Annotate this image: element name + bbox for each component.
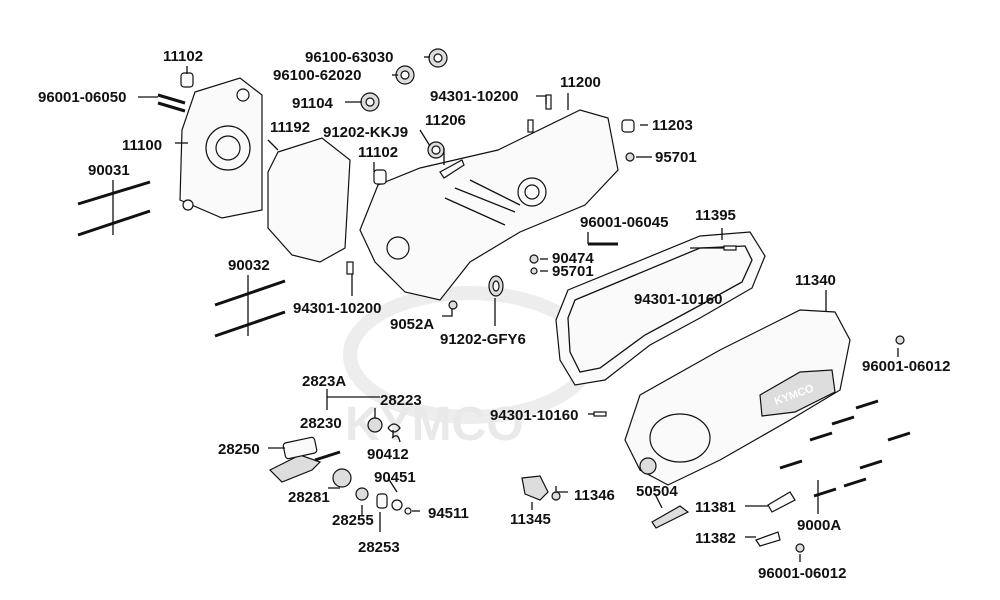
washer-28255: [355, 487, 369, 501]
label-11340: 11340: [795, 272, 836, 289]
label-50504: 50504: [636, 483, 678, 500]
label-28255: 28255: [332, 512, 374, 529]
label-11203: 11203: [652, 117, 693, 134]
transmission-cover-11340: KYMCO: [624, 309, 851, 486]
bracket-11381: [767, 491, 796, 513]
label-11381: 11381: [695, 499, 736, 516]
label-11206: 11206: [425, 112, 466, 129]
washer-90451: [391, 499, 403, 511]
dowel-11102-mid: [373, 169, 387, 185]
clip-11346: [551, 491, 561, 501]
bushing-28253: [376, 493, 388, 509]
bolts-96001-06050: [157, 93, 186, 113]
stud-bolts-90031: [77, 180, 151, 237]
bearing-91104: [360, 92, 380, 112]
pin-94301-10160-top: [723, 245, 737, 251]
clip-94511: [404, 507, 412, 515]
label-11100: 11100: [122, 137, 162, 154]
label-11395: 11395: [695, 207, 736, 224]
label-11345: 11345: [510, 511, 551, 528]
label-94301-10200-top: 94301-10200: [430, 88, 518, 105]
left-crankcase: [179, 77, 263, 219]
label-28230: 28230: [300, 415, 342, 432]
pin-94301-10200-b: [527, 119, 534, 133]
stud-bolts-90032: [214, 279, 286, 338]
leader-lines: [112, 56, 899, 562]
label-11102-top: 11102: [163, 48, 203, 65]
label-91104: 91104: [292, 95, 334, 112]
label-95701-low: 95701: [552, 263, 594, 280]
label-28281: 28281: [288, 489, 330, 506]
label-90031: 90031: [88, 162, 130, 179]
label-28223: 28223: [380, 392, 422, 409]
label-11382: 11382: [695, 530, 736, 547]
label-96001-06012-top: 96001-06012: [862, 358, 950, 375]
gear-28281: [332, 468, 352, 488]
label-11102-mid: 11102: [358, 144, 398, 161]
dowel-11102-top: [180, 72, 194, 88]
bearing-96100-62020: [395, 65, 415, 85]
label-28253: 28253: [358, 539, 400, 556]
screw-95701-low: [530, 267, 538, 275]
screw-95701-top: [625, 152, 635, 162]
label-90032: 90032: [228, 257, 270, 274]
kick-pinion-11345: [521, 475, 549, 501]
label-96001-06050: 96001-06050: [38, 89, 126, 106]
label-2823a: 2823A: [302, 373, 346, 390]
main-crankcase: [359, 109, 619, 301]
label-11200: 11200: [560, 74, 601, 91]
label-94301-10200-low: 94301-10200: [293, 300, 381, 317]
rubber-50504: [651, 505, 690, 529]
pin-94301-10160-low: [593, 411, 607, 417]
bracket-11382: [755, 531, 781, 547]
label-91202-gfy6: 91202-GFY6: [440, 331, 526, 348]
label-94301-10160-top: 94301-10160: [634, 291, 722, 308]
kick-shaft-28250: [268, 436, 341, 483]
label-9000a: 9000A: [797, 517, 841, 534]
plate-11206: [439, 159, 465, 179]
callout-labels: 11102 96001-06050 11100 90031 96100-6303…: [38, 48, 950, 582]
label-9052a: 9052A: [390, 316, 434, 333]
kick-gear-28230: [367, 417, 383, 433]
oil-seal-91202-gfy6: [488, 275, 504, 297]
label-94511: 94511: [428, 505, 469, 522]
collar-11203: [621, 119, 635, 133]
label-90412: 90412: [367, 446, 409, 463]
crankcase-gasket: [267, 137, 351, 263]
label-90474: 90474: [552, 250, 594, 267]
bearing-96100-63030: [428, 48, 448, 68]
oil-seal-91202-kkj9: [427, 141, 445, 159]
label-96100-62020: 96100-62020: [273, 67, 361, 84]
label-11192: 11192: [270, 119, 310, 136]
label-28250: 28250: [218, 441, 260, 458]
cover-bolts-9000a: [779, 399, 911, 498]
cover-gasket-11395: [555, 231, 766, 386]
label-91202-kkj9: 91202-KKJ9: [323, 124, 408, 141]
plug-9052a: [448, 300, 458, 310]
bolt-96001-06012-low: [795, 543, 805, 553]
label-90451: 90451: [374, 469, 416, 486]
label-94301-10160-low: 94301-10160: [490, 407, 578, 424]
label-96100-63030: 96100-63030: [305, 49, 393, 66]
label-95701-top: 95701: [655, 149, 697, 166]
label-96001-06012-low: 96001-06012: [758, 565, 846, 582]
bolt-96001-06012-top: [895, 335, 905, 345]
washer-90474: [529, 254, 539, 264]
pin-94301-10200-low: [346, 261, 354, 275]
pin-94301-10200-top: [545, 94, 552, 110]
label-96001-06045: 96001-06045: [580, 214, 668, 231]
label-11346: 11346: [574, 487, 615, 504]
